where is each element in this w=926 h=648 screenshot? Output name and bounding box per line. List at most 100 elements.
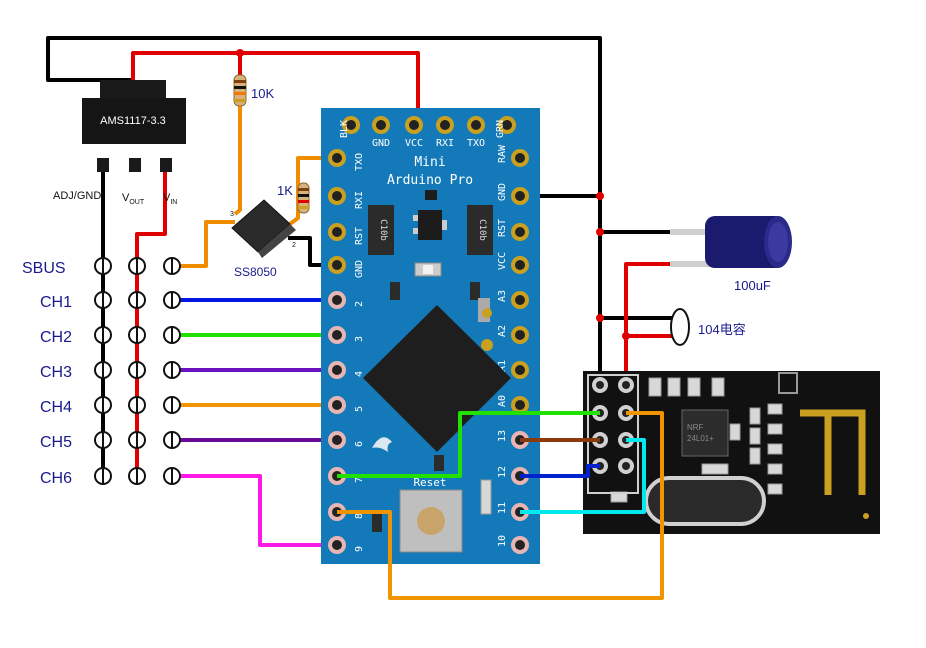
arduino-cap-right [467, 205, 493, 255]
receiver-pin-headers [94, 257, 181, 485]
header-pin-ch6-1 [94, 467, 112, 485]
transistor-pin-2: 2 [292, 242, 296, 249]
power-wire-vin-column [135, 172, 167, 476]
arduino-left-pin-label: 7 [354, 477, 365, 483]
arduino-top-pin-grn [498, 116, 516, 134]
transistor-pin-3: 3 [230, 211, 234, 218]
regulator-adj-gnd-label: ADJ/GND [53, 190, 101, 202]
regulator-vout-label: VOUT [122, 192, 145, 206]
arduino-right-pin-label: 13 [497, 430, 508, 442]
arduino-right-pin-label: 10 [497, 535, 508, 547]
resistor-1k: 1K [277, 182, 310, 214]
arduino-top-pin-txo [467, 116, 485, 134]
sbus-wire-to-transistor [178, 220, 235, 268]
arduino-right-pin-label: A3 [497, 290, 508, 302]
arduino-left-pin-rst [328, 223, 346, 241]
channel-wires [178, 298, 337, 547]
power-wire-top [131, 51, 420, 123]
arduino-left-pin-label: 8 [354, 513, 365, 519]
header-pin-ch4-3 [163, 396, 181, 414]
arduino-left-pin-9 [328, 536, 346, 554]
arduino-left-pin-label: 6 [354, 441, 365, 447]
header-pin-ch4-1 [94, 396, 112, 414]
arduino-top-pin-blk [342, 116, 360, 134]
header-pin-ch5-1 [94, 431, 112, 449]
header-pin-ch6-2 [128, 467, 146, 485]
arduino-right-pin-rst [511, 223, 529, 241]
ch6-wire [178, 474, 337, 547]
nrf24l01-module: NRF 24L01+ [583, 371, 880, 534]
ground-wire-regulator-to-nrf [46, 36, 602, 385]
header-pin-ch6-3 [163, 467, 181, 485]
header-pin-ch5-2 [128, 431, 146, 449]
arduino-top-pin-label: VCC [405, 138, 423, 149]
regulator-pin-3: 3 [163, 145, 169, 156]
capacitor-104: 104电容 [670, 308, 746, 346]
resistor-10k-label: 10K [251, 86, 274, 101]
arduino-right-pin-label: A2 [497, 325, 508, 337]
header-pin-sbus-2 [128, 257, 146, 275]
arduino-left-pin-label: TXO [354, 153, 365, 171]
arduino-right-pin-label: 11 [497, 502, 508, 514]
nrf-chip-line1: NRF [687, 423, 704, 432]
header-pin-ch3-3 [163, 361, 181, 379]
arduino-left-pin-label: 2 [354, 301, 365, 307]
header-pin-ch2-3 [163, 326, 181, 344]
channel-labels: SBUS CH1 CH2 CH3 CH4 CH5 CH6 [22, 260, 72, 487]
arduino-top-pin-rxi [436, 116, 454, 134]
header-pin-sbus-1 [94, 257, 112, 275]
channel-label-ch4: CH4 [40, 399, 72, 416]
arduino-left-pin-4 [328, 361, 346, 379]
arduino-left-pin-label: 3 [354, 336, 365, 342]
arduino-right-pin-a1 [511, 361, 529, 379]
arduino-left-pin-5 [328, 396, 346, 414]
channel-label-sbus: SBUS [22, 260, 66, 277]
resistor-1k-label: 1K [277, 183, 293, 198]
channel-label-ch5: CH5 [40, 434, 72, 451]
arduino-cap-left-label: C10b [378, 219, 388, 241]
arduino-right-pin-label: VCC [497, 252, 508, 270]
arduino-right-pin-10 [511, 536, 529, 554]
arduino-top-pin-label: GND [372, 138, 390, 149]
arduino-left-pin-label: RXI [354, 191, 365, 209]
header-pin-ch3-2 [128, 361, 146, 379]
arduino-top-pin-label: TXO [467, 138, 485, 149]
junction-dots [236, 49, 630, 340]
regulator-pin-1: 1 [100, 145, 106, 156]
arduino-title-line2: Arduino Pro [387, 173, 473, 188]
arduino-right-pin-label: 12 [497, 466, 508, 478]
nrf-wire-pin7 [337, 411, 600, 478]
nrf-pin-8 [618, 458, 634, 474]
arduino-left-pin-label: GND [354, 260, 365, 278]
arduino-cap-left [368, 205, 394, 255]
arduino-right-pin-a0 [511, 396, 529, 414]
header-pin-ch2-2 [128, 326, 146, 344]
arduino-top-pin-label: RXI [436, 138, 454, 149]
transistor-name: SS8050 [234, 265, 277, 279]
arduino-title-line1: Mini [414, 155, 445, 170]
channel-label-ch3: CH3 [40, 364, 72, 381]
arduino-left-pin-label: RST [354, 227, 365, 245]
header-pin-ch1-1 [94, 291, 112, 309]
arduino-right-pin-raw [511, 149, 529, 167]
arduino-left-pin-2 [328, 291, 346, 309]
ss8050-transistor: 3 2 SS8050 [230, 199, 296, 279]
arduino-right-pin-label: RST [497, 219, 508, 237]
arduino-left-pin-3 [328, 326, 346, 344]
arduino-right-pin-gnd [511, 187, 529, 205]
header-pin-ch3-1 [94, 361, 112, 379]
arduino-right-pin-a3 [511, 291, 529, 309]
header-pin-ch5-3 [163, 431, 181, 449]
nrf-wire-pin10 [337, 411, 664, 600]
arduino-left-pin-txo [328, 149, 346, 167]
arduino-right-pin-label: A1 [497, 360, 508, 372]
header-pin-ch1-3 [163, 291, 181, 309]
header-pin-sbus-3 [163, 257, 181, 275]
arduino-top-pin-label: GRN [495, 120, 506, 138]
arduino-top-pin-vcc [405, 116, 423, 134]
